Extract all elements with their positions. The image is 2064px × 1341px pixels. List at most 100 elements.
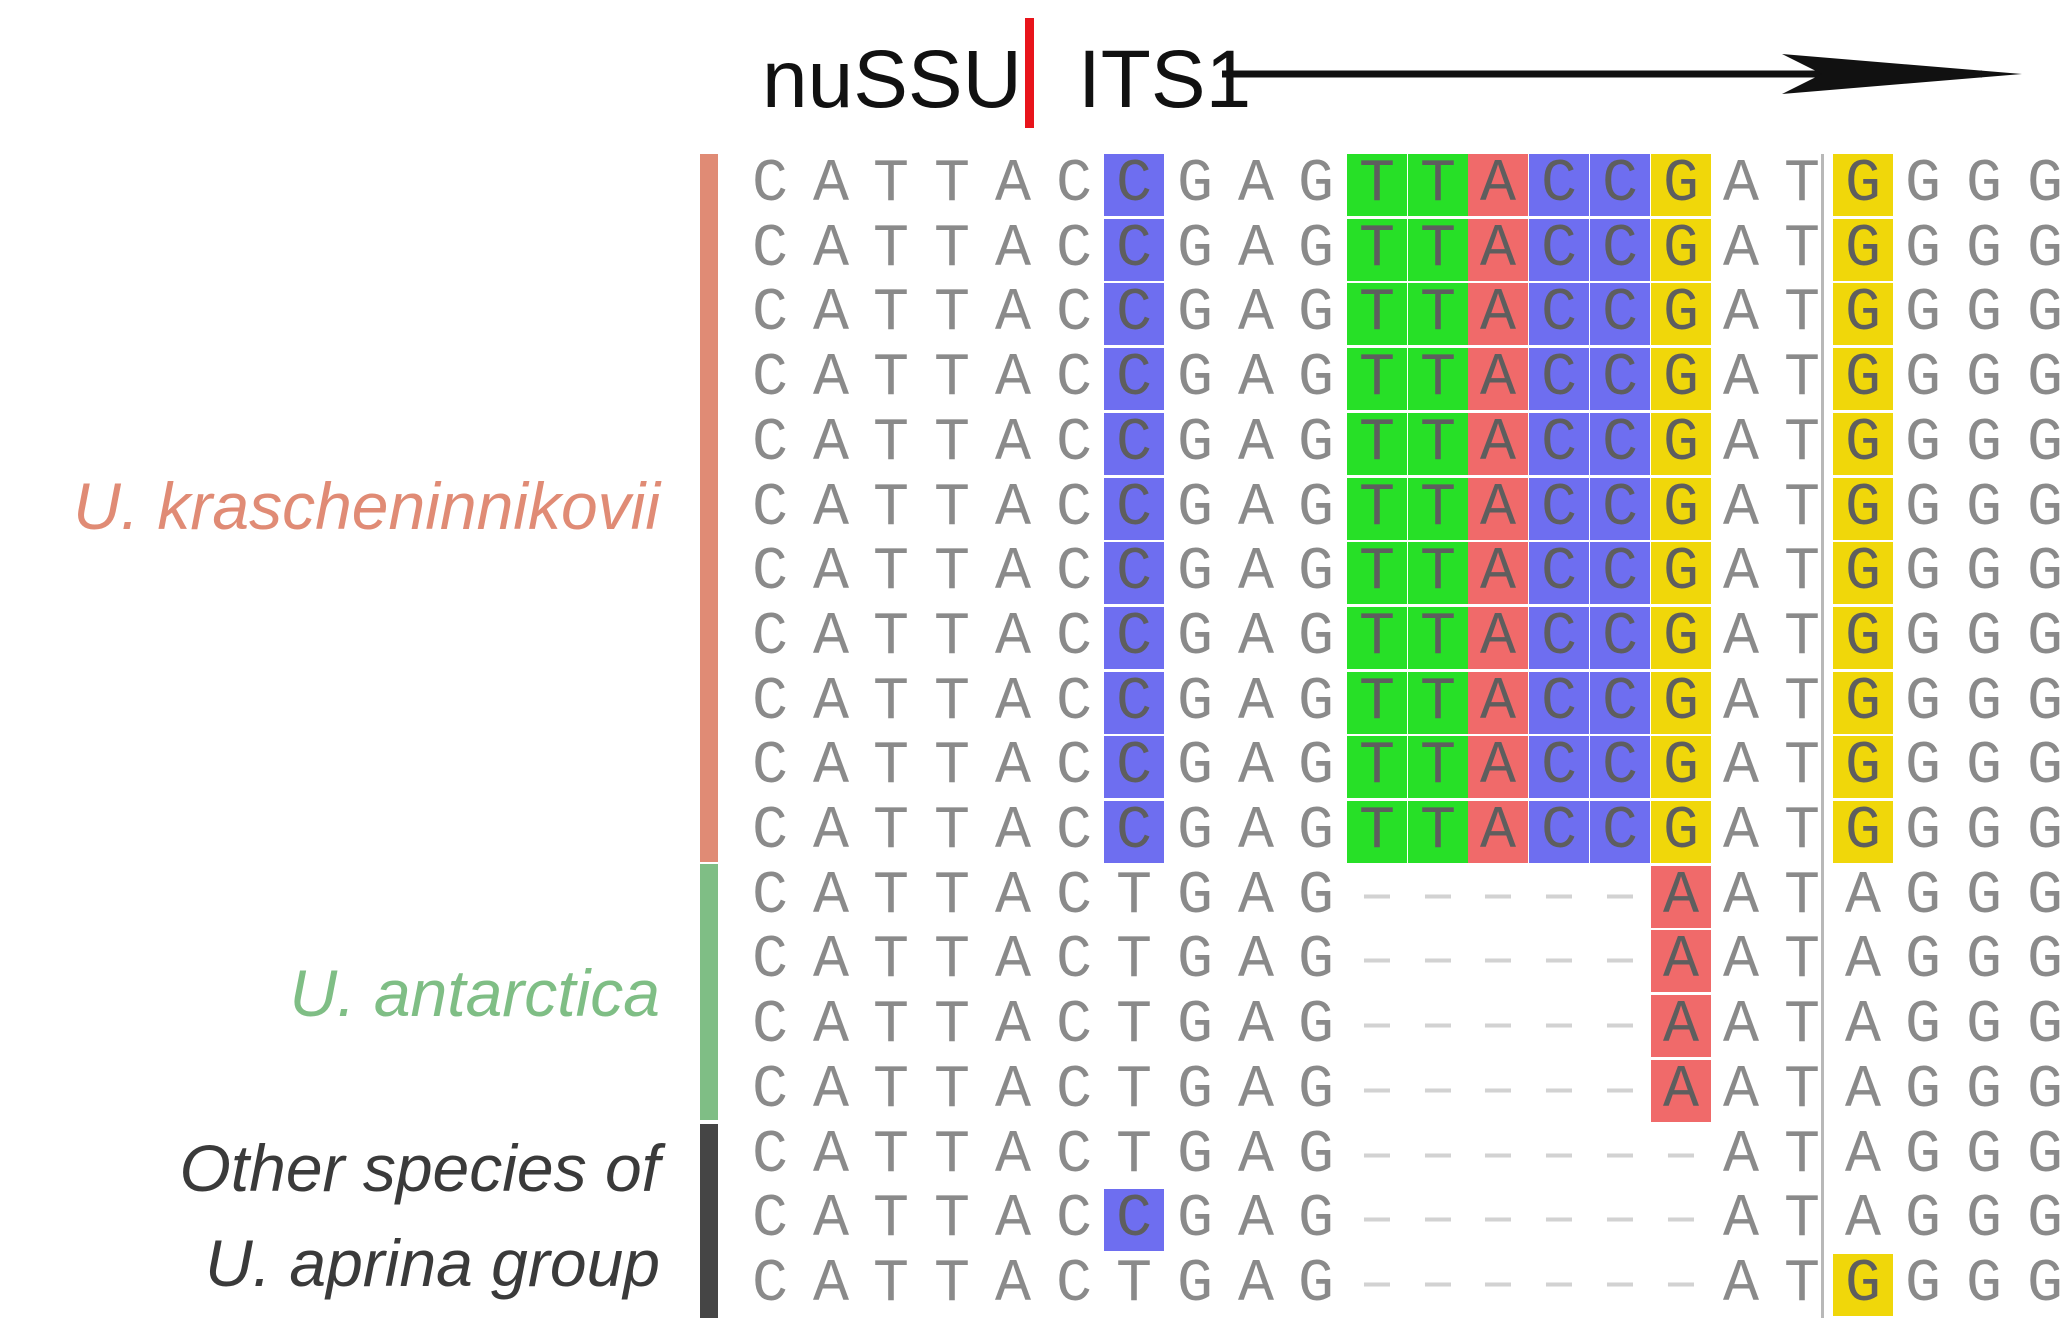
- base-cell: C: [1104, 219, 1164, 281]
- gap-cell: –: [1540, 1057, 1577, 1125]
- base-cell: C: [1590, 607, 1650, 669]
- base-cell: C: [751, 1057, 788, 1125]
- base-cell: A: [812, 410, 849, 478]
- base-cell: G: [2026, 927, 2063, 995]
- base-cell: C: [1104, 348, 1164, 410]
- gap-cell: –: [1479, 1251, 1516, 1319]
- base-cell: C: [751, 1251, 788, 1319]
- base-cell: T: [1347, 348, 1407, 410]
- base-cell: A: [994, 539, 1031, 607]
- base-cell: A: [1468, 348, 1528, 410]
- base-cell: A: [1844, 1057, 1881, 1125]
- base-cell: G: [1176, 1057, 1213, 1125]
- base-cell: A: [812, 604, 849, 672]
- base-cell: A: [1722, 798, 1759, 866]
- base-cell: A: [812, 863, 849, 931]
- gap-cell: –: [1358, 992, 1395, 1060]
- base-cell: A: [1468, 154, 1528, 216]
- group-label-other-line2: U. aprina group: [205, 1226, 660, 1300]
- base-cell: A: [1237, 1251, 1274, 1319]
- base-cell: T: [933, 1251, 970, 1319]
- base-cell: A: [1468, 801, 1528, 863]
- base-cell: C: [1055, 733, 1092, 801]
- base-cell: T: [933, 1122, 970, 1190]
- base-cell: A: [994, 604, 1031, 672]
- base-cell: T: [872, 798, 909, 866]
- base-cell: G: [1176, 345, 1213, 413]
- base-cell: T: [872, 410, 909, 478]
- base-cell: G: [1176, 410, 1213, 478]
- gap-cell: –: [1662, 1186, 1699, 1254]
- base-cell: G: [1833, 219, 1893, 281]
- base-cell: T: [1347, 154, 1407, 216]
- base-cell: T: [1783, 410, 1820, 478]
- base-cell: A: [812, 280, 849, 348]
- base-cell: G: [1904, 216, 1941, 284]
- base-cell: C: [1529, 607, 1589, 669]
- base-cell: T: [1783, 604, 1820, 672]
- base-cell: T: [933, 669, 970, 737]
- base-cell: G: [1651, 154, 1711, 216]
- base-cell: A: [1722, 410, 1759, 478]
- base-cell: G: [2026, 539, 2063, 607]
- base-cell: A: [812, 1057, 849, 1125]
- base-cell: A: [812, 345, 849, 413]
- column-marker-line: [1821, 154, 1824, 1318]
- base-cell: G: [1833, 413, 1893, 475]
- base-cell: A: [812, 216, 849, 284]
- base-cell: T: [872, 927, 909, 995]
- base-cell: T: [1408, 219, 1468, 281]
- base-cell: C: [1055, 927, 1092, 995]
- base-cell: T: [933, 1057, 970, 1125]
- base-cell: A: [1844, 1186, 1881, 1254]
- base-cell: G: [1176, 1186, 1213, 1254]
- gap-cell: –: [1358, 1057, 1395, 1125]
- base-cell: T: [872, 280, 909, 348]
- base-cell: T: [872, 1122, 909, 1190]
- base-cell: T: [1783, 151, 1820, 219]
- base-cell: G: [1965, 669, 2002, 737]
- base-cell: G: [1965, 863, 2002, 931]
- nussu-label: nuSSU: [762, 34, 1022, 125]
- base-cell: T: [933, 604, 970, 672]
- base-cell: A: [1237, 863, 1274, 931]
- base-cell: T: [1408, 413, 1468, 475]
- base-cell: G: [1297, 669, 1334, 737]
- gap-cell: –: [1419, 992, 1456, 1060]
- base-cell: T: [872, 733, 909, 801]
- base-cell: T: [1783, 280, 1820, 348]
- base-cell: A: [1237, 1057, 1274, 1125]
- gap-cell: –: [1601, 992, 1638, 1060]
- base-cell: G: [1297, 216, 1334, 284]
- base-cell: G: [1833, 607, 1893, 669]
- base-cell: A: [1237, 475, 1274, 543]
- base-cell: C: [1590, 219, 1650, 281]
- base-cell: T: [933, 733, 970, 801]
- base-cell: G: [1297, 1186, 1334, 1254]
- base-cell: C: [1055, 1057, 1092, 1125]
- base-cell: A: [1651, 930, 1711, 992]
- base-cell: A: [1844, 927, 1881, 995]
- base-cell: C: [751, 410, 788, 478]
- gap-cell: –: [1540, 927, 1577, 995]
- gap-cell: –: [1419, 927, 1456, 995]
- group-label-antarctica: U. antarctica: [289, 956, 660, 1030]
- base-cell: G: [1297, 1122, 1334, 1190]
- base-cell: G: [2026, 733, 2063, 801]
- base-cell: A: [1651, 1060, 1711, 1122]
- base-cell: A: [812, 1122, 849, 1190]
- gap-cell: –: [1601, 927, 1638, 995]
- base-cell: T: [872, 992, 909, 1060]
- base-cell: A: [1237, 604, 1274, 672]
- base-cell: A: [1722, 604, 1759, 672]
- base-cell: A: [994, 1251, 1031, 1319]
- base-cell: G: [2026, 992, 2063, 1060]
- base-cell: T: [1115, 992, 1152, 1060]
- base-cell: A: [994, 151, 1031, 219]
- base-cell: T: [933, 539, 970, 607]
- gap-cell: –: [1419, 1186, 1456, 1254]
- gap-cell: –: [1479, 1057, 1516, 1125]
- base-cell: G: [1965, 733, 2002, 801]
- base-cell: A: [994, 1186, 1031, 1254]
- base-cell: C: [1104, 283, 1164, 345]
